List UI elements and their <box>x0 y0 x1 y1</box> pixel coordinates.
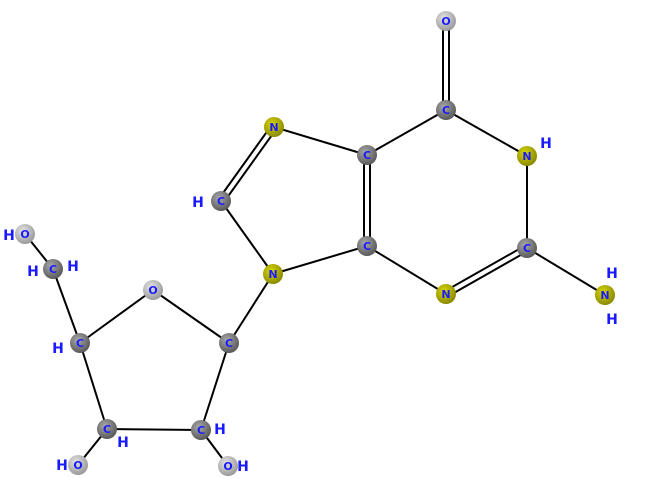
atom-label: C <box>363 240 371 253</box>
oxygen-atom-sphere <box>143 280 163 300</box>
atom-c8: C <box>211 191 231 211</box>
oxygen-atom-sphere <box>15 224 35 244</box>
atom-label: C <box>442 104 450 117</box>
nitrogen-atom-sphere <box>517 146 537 166</box>
bond-C2-N3-a <box>443 244 527 293</box>
atom-c3p: C <box>97 419 117 439</box>
bond-C4p-C3p <box>79 342 108 430</box>
hydrogen-label-c3p: H <box>117 435 129 451</box>
atom-n1: N <box>517 146 537 166</box>
bond-C3p-C2p <box>106 428 202 431</box>
atom-o4p: O <box>143 280 163 300</box>
oxygen-atom-sphere <box>436 11 456 31</box>
hydrogen-label-o5p: H <box>3 228 15 244</box>
atom-c1p: C <box>219 333 239 353</box>
bond-C6-C5 <box>366 109 447 156</box>
nitrogen-atom-sphere <box>263 264 283 284</box>
hydrogen-label-o3p: H <box>56 458 68 474</box>
atom-n3: N <box>436 284 456 304</box>
atom-n9: N <box>263 264 283 284</box>
bond-C5-N7 <box>273 126 368 156</box>
carbon-atom-sphere <box>211 191 231 211</box>
bond-C6-N1 <box>445 109 528 157</box>
atom-c4: C <box>357 236 377 256</box>
atom-label: N <box>600 289 609 302</box>
atom-o2p: O <box>218 456 238 476</box>
atom-label: C <box>76 337 84 350</box>
atom-c6: C <box>436 100 456 120</box>
carbon-atom-sphere <box>436 100 456 120</box>
bond-N7-C8-b <box>222 127 278 204</box>
atom-o6: O <box>436 11 456 31</box>
bond-O4p-C4p <box>79 289 154 344</box>
atom-label: C <box>225 337 233 350</box>
bonds <box>24 20 606 467</box>
atom-c2: C <box>517 238 537 258</box>
bond-N3-C4 <box>366 245 447 295</box>
atom-c5: C <box>357 145 377 165</box>
bond-C2p-C1p <box>200 342 230 431</box>
atom-label: C <box>363 149 371 162</box>
nitrogen-atom-sphere <box>264 117 284 137</box>
bond-C8-N9 <box>220 200 274 275</box>
carbon-atom-sphere <box>357 145 377 165</box>
carbon-atom-sphere <box>43 259 63 279</box>
nitrogen-atom-sphere <box>436 284 456 304</box>
atom-label: C <box>49 263 57 276</box>
atom-label: N <box>268 268 277 281</box>
atom-label: C <box>197 424 205 437</box>
atom-label: O <box>223 460 232 473</box>
hydrogen-label-n1: H <box>540 136 552 152</box>
oxygen-atom-sphere <box>68 455 88 475</box>
carbon-atom-sphere <box>219 333 239 353</box>
atom-label: O <box>148 284 157 297</box>
carbon-atom-sphere <box>70 333 90 353</box>
hydrogen-labels: H H H H H H H H H H H H <box>3 136 618 475</box>
atom-label: N <box>441 288 450 301</box>
bond-N9-C1p <box>228 273 274 344</box>
nitrogen-atom-sphere <box>595 285 615 305</box>
hydrogen-label-c5p-a: H <box>27 264 39 280</box>
atom-o5p: O <box>15 224 35 244</box>
atom-label: N <box>269 121 278 134</box>
bond-C2-N2 <box>526 247 606 296</box>
bond-C2-N3-b <box>446 249 530 298</box>
hydrogen-label-c2p: H <box>214 422 226 438</box>
oxygen-atom-sphere <box>218 456 238 476</box>
hydrogen-label-n2-top: H <box>606 266 618 282</box>
atom-label: C <box>523 242 531 255</box>
atom-label: C <box>217 195 225 208</box>
carbon-atom-sphere <box>517 238 537 258</box>
hydrogen-label-c8: H <box>192 195 204 211</box>
carbon-atom-sphere <box>97 419 117 439</box>
bond-N9-C4 <box>272 245 368 275</box>
atom-c4p: C <box>70 333 90 353</box>
atom-label: N <box>522 150 531 163</box>
atoms: O C N C N N C C N C N C O C C O C O C O <box>15 11 615 476</box>
atom-label: O <box>20 228 29 241</box>
hydrogen-label-n2-bot: H <box>606 312 618 328</box>
carbon-atom-sphere <box>191 420 211 440</box>
bond-C4p-C5p <box>52 268 81 344</box>
atom-n7: N <box>264 117 284 137</box>
bond-C1p-O4p <box>152 289 230 344</box>
atom-c2p: C <box>191 420 211 440</box>
hydrogen-label-o2p: H <box>237 459 249 475</box>
atom-o3p: O <box>68 455 88 475</box>
atom-label: O <box>441 15 450 28</box>
atom-label: O <box>73 459 82 472</box>
carbon-atom-sphere <box>357 236 377 256</box>
hydrogen-label-c4p: H <box>52 341 64 357</box>
atom-n2: N <box>595 285 615 305</box>
hydrogen-label-c5p-b: H <box>67 259 79 275</box>
atom-label: C <box>103 423 111 436</box>
bond-N7-C8-a <box>217 124 273 201</box>
atom-c5p: C <box>43 259 63 279</box>
